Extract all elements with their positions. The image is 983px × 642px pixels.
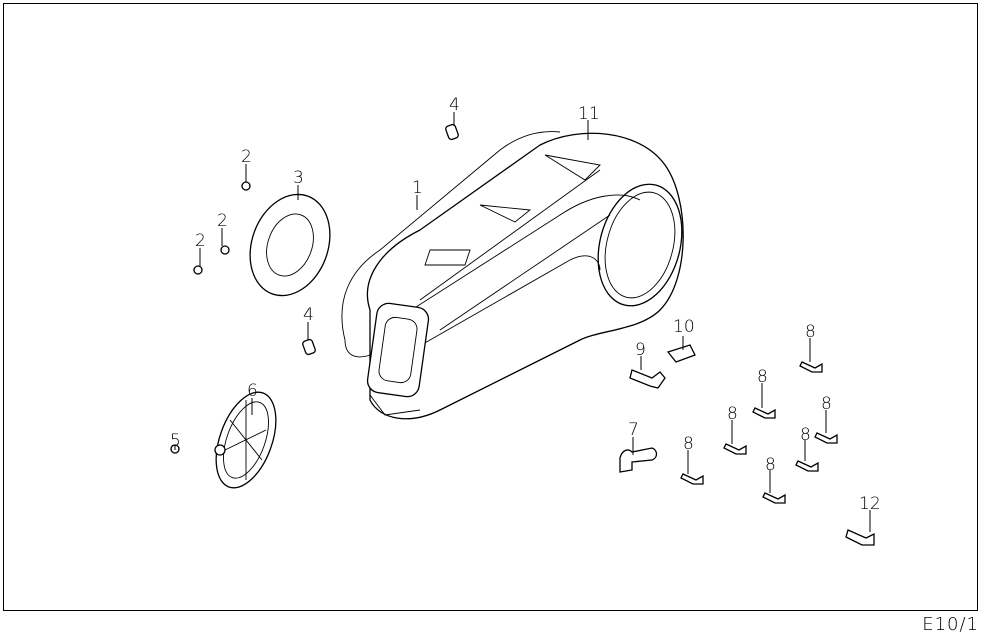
sheet-code: E10/1 bbox=[922, 614, 979, 635]
part-8-bolts bbox=[680, 361, 838, 504]
callout-12: 12 bbox=[859, 494, 881, 514]
callout-7: 7 bbox=[628, 420, 639, 440]
callout-8: 8 bbox=[765, 455, 776, 475]
callout-3: 3 bbox=[293, 168, 304, 188]
callout-8: 8 bbox=[805, 322, 816, 342]
part-1-gasket bbox=[341, 131, 561, 358]
callout-5: 5 bbox=[170, 431, 181, 451]
callout-2: 2 bbox=[241, 147, 252, 167]
callout-2: 2 bbox=[217, 211, 228, 231]
part-7-clamp bbox=[619, 447, 658, 473]
part-3-plate bbox=[249, 193, 331, 297]
callout-8: 8 bbox=[821, 394, 832, 414]
part-11-cover bbox=[366, 132, 684, 420]
callout-4: 4 bbox=[449, 95, 460, 115]
part-9-fitting bbox=[629, 369, 666, 389]
callout-8: 8 bbox=[727, 404, 738, 424]
diagram-frame bbox=[3, 3, 978, 611]
callout-4: 4 bbox=[303, 305, 314, 325]
callout-9: 9 bbox=[635, 340, 646, 360]
part-12-bolt bbox=[845, 529, 875, 546]
part-4-dowel bbox=[445, 123, 459, 141]
callout-8: 8 bbox=[757, 367, 768, 387]
callout-6: 6 bbox=[247, 381, 258, 401]
part-10-clip bbox=[666, 344, 696, 363]
callout-2: 2 bbox=[195, 231, 206, 251]
leader-lines bbox=[174, 112, 871, 532]
callout-8: 8 bbox=[683, 434, 694, 454]
part-6-grille bbox=[214, 391, 277, 489]
part-4-dowel bbox=[302, 338, 316, 356]
callout-10: 10 bbox=[673, 317, 695, 337]
callout-8: 8 bbox=[800, 425, 811, 445]
part-2-screws bbox=[193, 181, 251, 275]
callout-11: 11 bbox=[578, 104, 600, 124]
callout-1: 1 bbox=[412, 178, 423, 198]
